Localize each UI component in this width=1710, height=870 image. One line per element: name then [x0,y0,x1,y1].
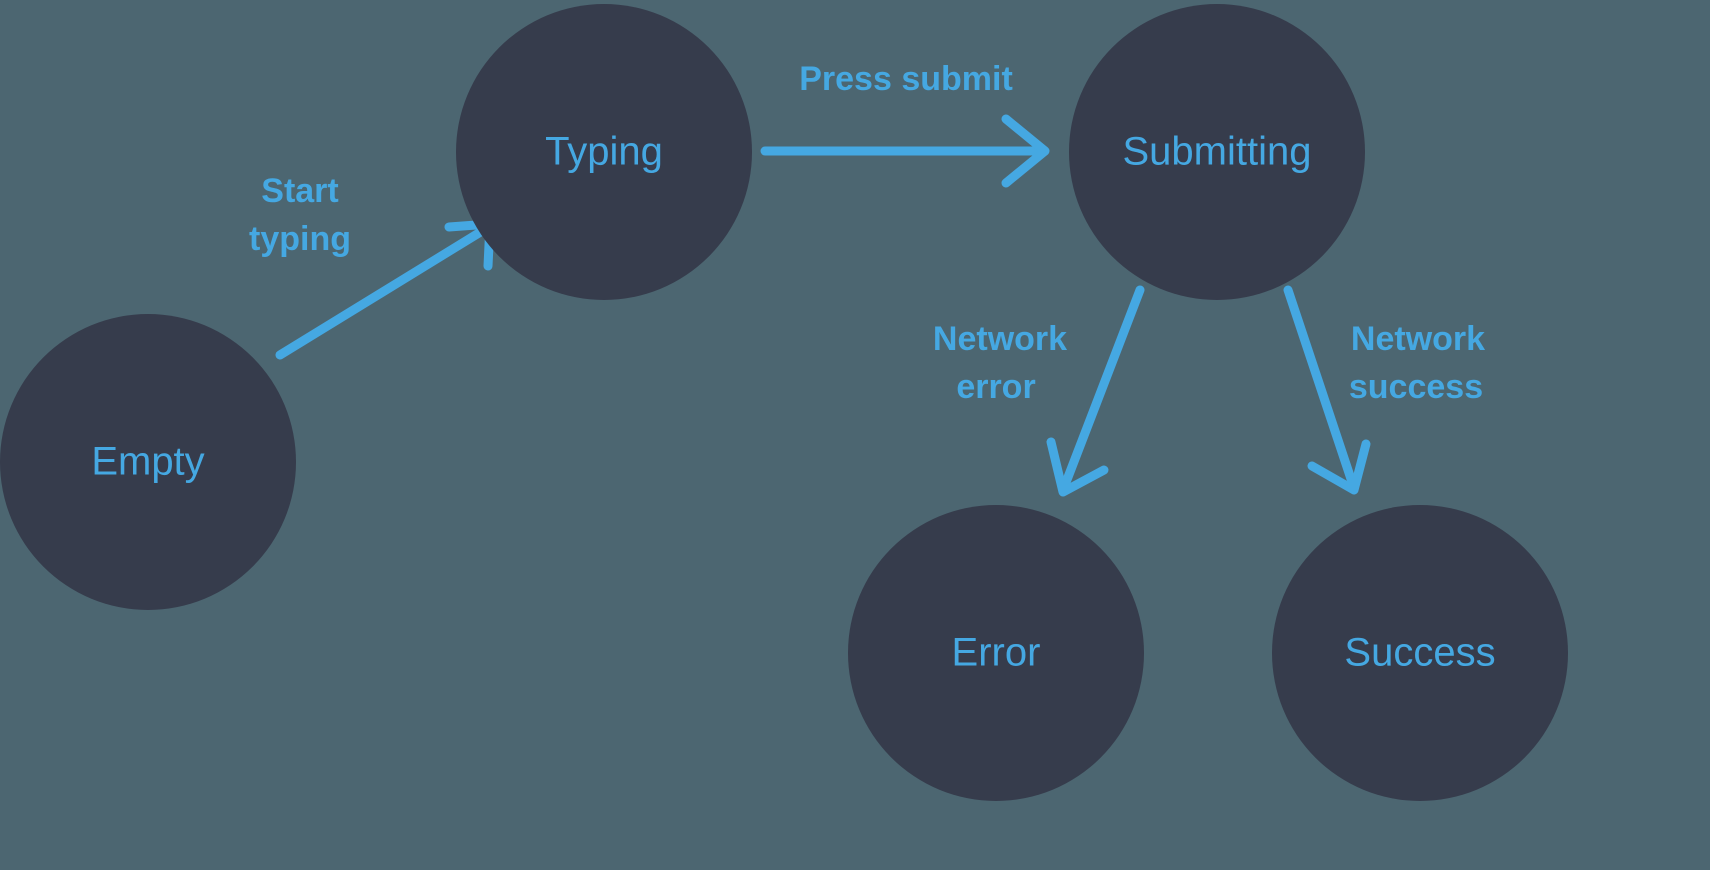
state-node-typing-label: Typing [545,130,663,174]
arrowhead-submitting-error [1046,437,1109,497]
state-node-empty-circle[interactable] [0,314,296,610]
arrowhead-typing-submitting [1001,114,1050,188]
state-node-error[interactable]: Error [848,505,1144,801]
state-node-submitting[interactable]: Submitting [1069,4,1365,300]
edge-label-start-typing-line-2: typing [249,220,351,258]
edge-label-network-success: Network success [1349,320,1485,406]
edge-label-network-error: Network error [933,320,1067,406]
edge-label-start-typing-line-1: Start [261,172,338,210]
state-node-empty[interactable]: Empty [0,314,296,610]
state-node-success-label: Success [1344,631,1495,675]
state-node-typing[interactable]: Typing [456,4,752,300]
edge-submitting-to-success [1283,285,1371,495]
arrowhead-submitting-success [1307,439,1371,495]
edge-label-press-submit: Press submit [799,60,1013,98]
edge-line-submitting-error [1060,285,1145,490]
edge-line-submitting-success [1283,285,1357,487]
state-node-submitting-label: Submitting [1123,130,1312,174]
edge-label-press-submit-line-1: Press submit [799,60,1013,98]
edge-label-network-success-line-2: success [1349,368,1483,406]
state-node-success[interactable]: Success [1272,505,1568,801]
state-node-empty-label: Empty [91,440,204,484]
edge-label-start-typing: Start typing [249,172,351,258]
edge-typing-to-submitting [760,114,1050,188]
state-node-submitting-circle[interactable] [1069,4,1365,300]
state-node-error-circle[interactable] [848,505,1144,801]
edge-line-empty-typing [275,223,492,360]
edge-label-network-success-line-1: Network [1351,320,1485,358]
edge-label-network-error-line-1: Network [933,320,1067,358]
state-node-typing-circle[interactable] [456,4,752,300]
edge-label-network-error-line-2: error [956,368,1035,406]
edge-submitting-to-error [1046,285,1145,497]
state-node-error-label: Error [952,631,1041,675]
state-node-success-circle[interactable] [1272,505,1568,801]
